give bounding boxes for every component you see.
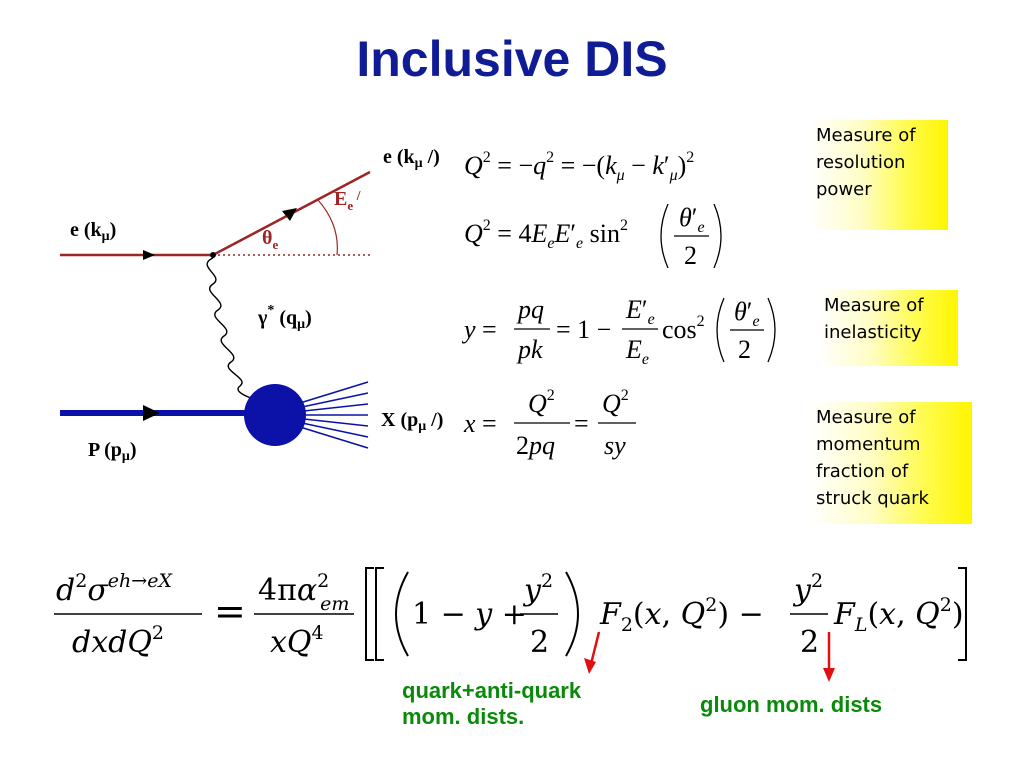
svg-text:2pq: 2pq <box>516 431 555 460</box>
svg-text:pq: pq <box>516 295 544 324</box>
equation-x: x = Q2 2pq = Q2 sy <box>463 387 636 460</box>
incoming-electron-label: e (kμ) <box>70 219 116 244</box>
photon-label: γ* (qμ) <box>257 303 312 332</box>
equation-y: y = pq pk = 1 − E′e Ee cos2 θ′e 2 <box>462 295 776 368</box>
photon-wavy-line <box>206 257 263 403</box>
annotation-gluon-dists: gluon mom. dists <box>700 692 883 717</box>
svg-text:y2: y2 <box>522 570 553 608</box>
angle-arc <box>317 199 338 256</box>
note-resolution-power: Measure of resolution power <box>810 120 948 230</box>
slide-title: Inclusive DIS <box>356 31 668 87</box>
svg-text:=: = <box>574 409 589 438</box>
svg-text:y =: y = <box>462 315 497 344</box>
final-state-lines <box>299 381 369 449</box>
proton-blob <box>244 384 306 446</box>
svg-text:d2σeh→eX: d2σeh→eX <box>56 570 173 608</box>
arrow-f2 <box>589 631 601 665</box>
scatter-angle-label: θe <box>262 227 278 252</box>
outgoing-electron-label: e (kμ /) <box>383 146 440 171</box>
svg-text:dxdQ2: dxdQ2 <box>72 622 164 660</box>
proton-arrow <box>143 405 160 421</box>
svg-text:F2(x, Q2) −: F2(x, Q2) − <box>599 594 764 636</box>
vertex-dot <box>210 252 216 258</box>
annotation-quark-dists: quark+anti-quark mom. dists. <box>402 678 582 729</box>
incoming-electron-arrow <box>143 250 155 260</box>
proton-label: P (pμ) <box>88 439 137 464</box>
svg-text:FL(x, Q2): FL(x, Q2) <box>833 594 964 636</box>
equation-q2-energy: Q2 = 4EeE′e sin2 θ′e 2 <box>464 203 722 270</box>
outgoing-electron-arrow <box>282 208 297 221</box>
note-momentum-fraction: Measure of momentum fraction of struck q… <box>810 402 972 524</box>
svg-text:pk: pk <box>516 335 543 364</box>
note-inelasticity: Measure of inelasticity <box>818 290 958 366</box>
energy-label: Ee / <box>334 188 362 213</box>
equation-q2-definition: Q2 = −q2 = −(kμ − k′μ)2 <box>464 149 694 184</box>
svg-text:= 1 −: = 1 − <box>556 315 611 344</box>
svg-text:=: = <box>214 589 246 633</box>
svg-text:Q2 = 4EeE′e sin2: Q2 = 4EeE′e sin2 <box>464 217 628 252</box>
svg-text:2: 2 <box>530 625 549 660</box>
svg-text:Q2 = −q2 = −(kμ − k′μ)2: Q2 = −q2 = −(kμ − k′μ)2 <box>464 149 694 184</box>
arrow-fl-head <box>823 668 835 682</box>
feynman-diagram: e (kμ) e (kμ /) θe Ee / γ* (qμ) P (pμ) X… <box>60 146 443 464</box>
final-state-label: X (pμ /) <box>381 409 443 434</box>
svg-text:2: 2 <box>800 625 819 660</box>
svg-text:sy: sy <box>604 431 626 460</box>
svg-text:1 − y +: 1 − y + <box>412 597 527 632</box>
svg-text:2: 2 <box>684 241 697 270</box>
svg-text:x =: x = <box>463 409 497 438</box>
arrow-f2-head <box>584 658 596 674</box>
svg-text:2: 2 <box>738 335 751 364</box>
